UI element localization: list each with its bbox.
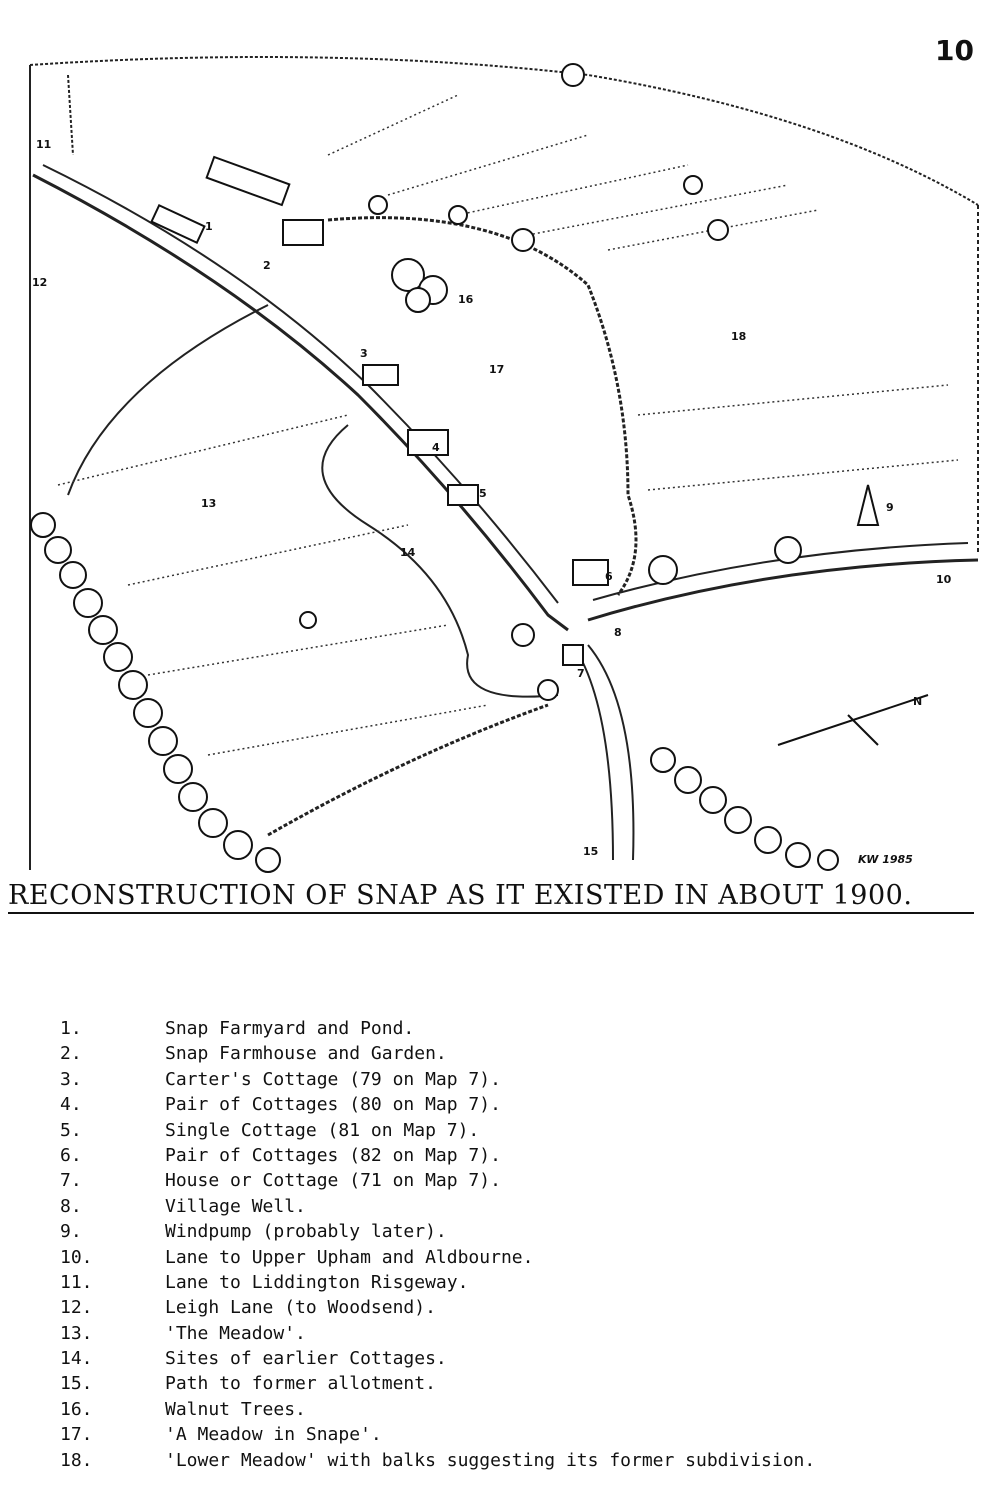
- map-label-3: 3: [360, 347, 368, 360]
- legend-text: Sites of earlier Cottages.: [165, 1348, 447, 1370]
- map-title: RECONSTRUCTION OF SNAP AS IT EXISTED IN …: [8, 880, 913, 911]
- legend-item: 7. House or Cottage (71 on Map 7).: [60, 1168, 960, 1193]
- legend-item: 4. Pair of Cottages (80 on Map 7).: [60, 1092, 960, 1117]
- north-arrow: [777, 694, 929, 746]
- legend-number: 5.: [60, 1119, 82, 1141]
- legend-item: 6. Pair of Cottages (82 on Map 7).: [60, 1143, 960, 1168]
- map-label-15: 15: [583, 845, 598, 858]
- legend-text: Pair of Cottages (80 on Map 7).: [165, 1094, 501, 1116]
- legend-text: 'Lower Meadow' with balks suggesting its…: [165, 1449, 816, 1471]
- legend-item: 5. Single Cottage (81 on Map 7).: [60, 1118, 960, 1143]
- legend-number: 18.: [60, 1449, 93, 1471]
- legend-number: 17.: [60, 1424, 93, 1446]
- legend-number: 13.: [60, 1322, 93, 1344]
- map-label-11: 11: [36, 138, 51, 151]
- map-label-12: 12: [32, 276, 47, 289]
- map-labels: 1 2 3 4 5 6 7 8 9 10 11 12 13 14 15 16 1…: [32, 138, 952, 858]
- map-label-5: 5: [479, 487, 487, 500]
- legend-number: 3.: [60, 1068, 82, 1090]
- legend-text: Snap Farmyard and Pond.: [165, 1018, 415, 1039]
- legend-number: 8.: [60, 1195, 82, 1217]
- legend-text: House or Cottage (71 on Map 7).: [165, 1170, 501, 1192]
- legend-item: 10. Lane to Upper Upham and Aldbourne.: [60, 1245, 960, 1270]
- legend-text: Path to former allotment.: [165, 1373, 436, 1395]
- legend-number: 12.: [60, 1297, 93, 1319]
- map-label-14: 14: [400, 546, 416, 559]
- legend-item: 18. 'Lower Meadow' with balks suggesting …: [60, 1448, 960, 1473]
- village-map: N KW 1985 1 2 3 4 5 6 7 8 9 10 11 12 13 …: [29, 56, 979, 873]
- legend-item: 16. Walnut Trees.: [60, 1397, 960, 1422]
- legend-item: 13. 'The Meadow'.: [60, 1321, 960, 1346]
- legend-item: 8. Village Well.: [60, 1194, 960, 1219]
- map-label-9: 9: [886, 501, 894, 514]
- legend-item: 3. Carter's Cottage (79 on Map 7).: [60, 1067, 960, 1092]
- legend-number: 11.: [60, 1271, 93, 1293]
- buildings: [150, 155, 880, 666]
- map-label-7: 7: [577, 667, 585, 680]
- page-number: 10: [935, 34, 974, 67]
- legend-list: 1. Snap Farmyard and Pond. 2. Snap Farmhous…: [60, 1016, 960, 1473]
- legend-number: 6.: [60, 1144, 82, 1166]
- map-label-8: 8: [614, 626, 622, 639]
- map-label-17: 17: [489, 363, 504, 376]
- legend-text: Walnut Trees.: [165, 1398, 306, 1420]
- north-arrow-label: N: [913, 695, 922, 708]
- legend-number: 15.: [60, 1373, 93, 1395]
- title-underline: [8, 912, 974, 914]
- legend-number: 1.: [60, 1018, 82, 1039]
- legend-number: 9.: [60, 1221, 82, 1243]
- legend-number: 7.: [60, 1170, 82, 1192]
- legend-text: 'A Meadow in Snape'.: [165, 1424, 382, 1446]
- legend-text: 'The Meadow'.: [165, 1322, 306, 1344]
- legend-text: Windpump (probably later).: [165, 1221, 447, 1243]
- hedgerow-trees: [30, 63, 839, 873]
- legend-text: Lane to Upper Upham and Aldbourne.: [165, 1246, 534, 1268]
- map-label-16: 16: [458, 293, 474, 306]
- legend-text: Leigh Lane (to Woodsend).: [165, 1297, 436, 1319]
- legend-number: 14.: [60, 1348, 93, 1370]
- map-label-10: 10: [936, 573, 952, 586]
- map-label-18: 18: [731, 330, 746, 343]
- map-label-13: 13: [201, 497, 216, 510]
- legend-item: 2. Snap Farmhouse and Garden.: [60, 1041, 960, 1066]
- field-balks: [57, 94, 959, 756]
- legend-number: 16.: [60, 1398, 93, 1420]
- legend-text: Carter's Cottage (79 on Map 7).: [165, 1068, 501, 1090]
- legend-item: 1. Snap Farmyard and Pond.: [60, 1016, 960, 1041]
- map-label-6: 6: [605, 570, 613, 583]
- map-label-4: 4: [432, 441, 440, 454]
- artist-signature: KW 1985: [858, 853, 913, 866]
- legend-item: 11. Lane to Liddington Risgeway.: [60, 1270, 960, 1295]
- legend-item: 14. Sites of earlier Cottages.: [60, 1346, 960, 1371]
- legend-text: Single Cottage (81 on Map 7).: [165, 1119, 480, 1141]
- legend-item: 15. Path to former allotment.: [60, 1371, 960, 1396]
- windpump: [856, 484, 880, 526]
- map-label-2: 2: [263, 259, 271, 272]
- legend-number: 4.: [60, 1094, 82, 1116]
- legend-text: Lane to Liddington Risgeway.: [165, 1271, 469, 1293]
- legend-text: Village Well.: [165, 1195, 306, 1217]
- map-label-1: 1: [205, 220, 213, 233]
- legend-number: 10.: [60, 1246, 93, 1268]
- legend-item: 17. 'A Meadow in Snape'.: [60, 1422, 960, 1447]
- legend-text: Snap Farmhouse and Garden.: [165, 1043, 447, 1065]
- legend-text: Pair of Cottages (82 on Map 7).: [165, 1144, 501, 1166]
- legend-item: 12. Leigh Lane (to Woodsend).: [60, 1295, 960, 1320]
- legend-number: 2.: [60, 1043, 82, 1065]
- legend-item: 9. Windpump (probably later).: [60, 1219, 960, 1244]
